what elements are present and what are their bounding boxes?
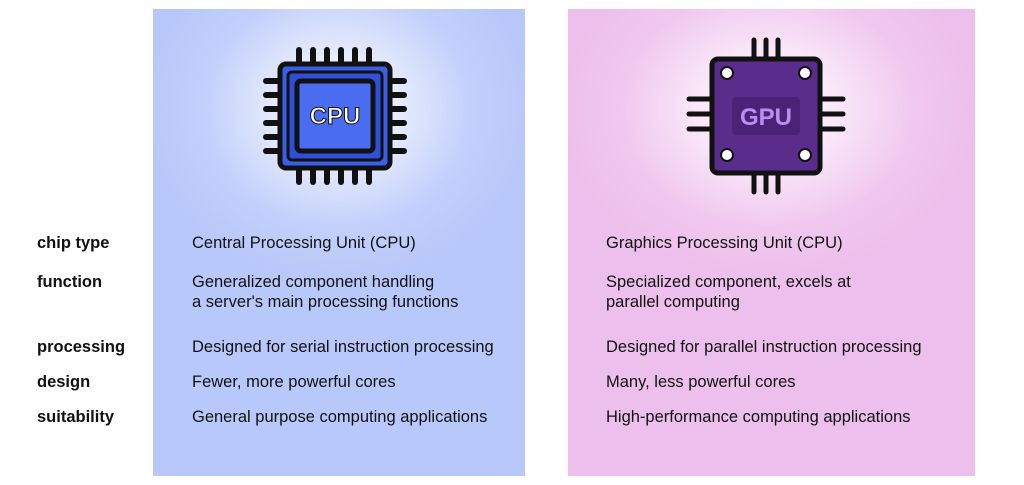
gpu-design: Many, less powerful cores <box>606 373 796 391</box>
gpu-chip-icon: GPU <box>686 37 846 195</box>
row-label-chip-type: chip type <box>37 234 110 252</box>
gpu-suitability: High-performance computing applications <box>606 408 911 426</box>
cpu-chip-type: Central Processing Unit (CPU) <box>192 234 416 252</box>
cpu-function-line: Generalized component handling <box>192 273 435 291</box>
row-label-processing: processing <box>37 338 126 356</box>
row-label-design: design <box>37 373 91 391</box>
cpu-design: Fewer, more powerful cores <box>192 373 396 391</box>
cpu-chip-label: CPU <box>310 103 361 130</box>
gpu-chip-label: GPU <box>740 104 792 131</box>
row-label-suitability: suitability <box>37 408 115 426</box>
cpu-suitability: General purpose computing applications <box>192 408 488 426</box>
row-label-function: function <box>37 273 103 291</box>
cpu-processing: Designed for serial instruction processi… <box>192 338 494 356</box>
cpu-chip-icon: CPU <box>262 44 408 188</box>
cpu-function-line: a server's main processing functions <box>192 293 459 311</box>
gpu-function-line: parallel computing <box>606 293 740 311</box>
gpu-function-line: Specialized component, excels at <box>606 273 851 291</box>
gpu-chip-type: Graphics Processing Unit (CPU) <box>606 234 843 252</box>
gpu-function: Specialized component, excels at paralle… <box>606 272 851 312</box>
gpu-processing: Designed for parallel instruction proces… <box>606 338 922 356</box>
cpu-function: Generalized component handling a server'… <box>192 272 458 312</box>
